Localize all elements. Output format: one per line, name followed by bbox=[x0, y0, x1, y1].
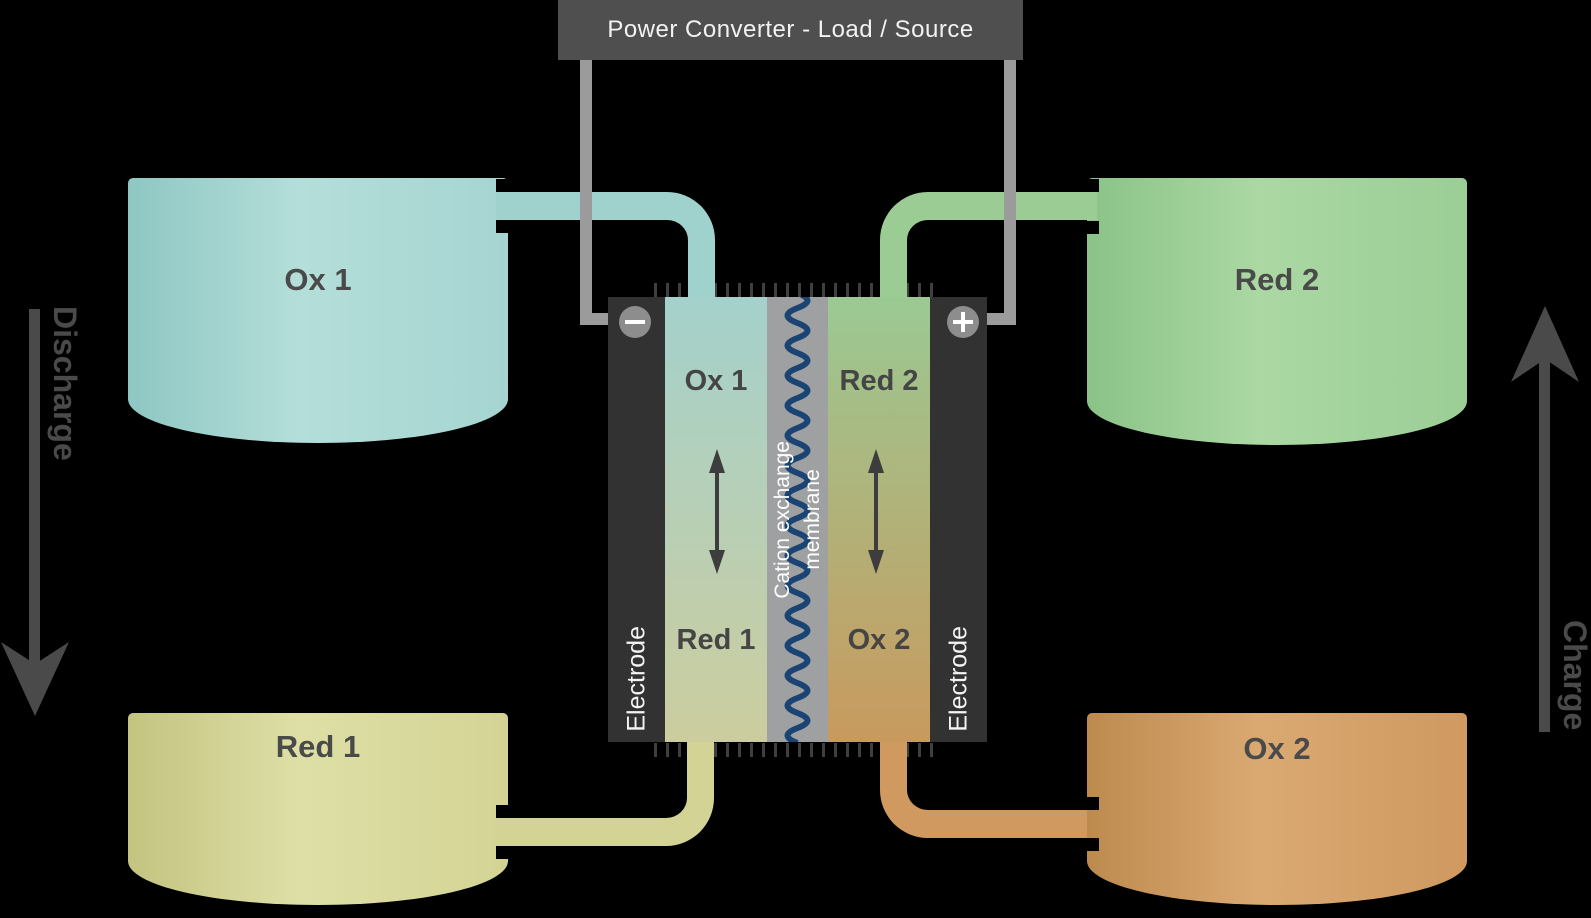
membrane-label: Cation exchange membrane bbox=[768, 441, 828, 599]
wire-negative-vertical bbox=[580, 58, 592, 325]
negative-terminal-icon bbox=[619, 306, 651, 338]
half-cell-left-top-label: Ox 1 bbox=[684, 365, 748, 397]
flow-double-arrow-icon bbox=[868, 449, 884, 574]
pipe-cell-to-red2 bbox=[880, 192, 1097, 298]
tank-ox2: Ox 2 bbox=[1087, 713, 1467, 905]
wire-positive-vertical bbox=[1004, 58, 1016, 325]
pipe-cell-to-red1 bbox=[496, 742, 714, 846]
cell-top-ticks bbox=[654, 283, 940, 297]
tank-pipe-notch bbox=[1087, 179, 1099, 192]
half-cell-right: Red 2 Ox 2 bbox=[828, 297, 930, 742]
tank-ox2-label: Ox 2 bbox=[1243, 731, 1311, 766]
tank-pipe-notch bbox=[1087, 797, 1099, 810]
electrode-left: Electrode bbox=[608, 297, 665, 742]
tank-pipe-notch bbox=[496, 805, 508, 818]
cell-bottom-ticks bbox=[654, 743, 940, 757]
half-cell-right-top-label: Red 2 bbox=[839, 365, 919, 397]
discharge-label: Discharge bbox=[47, 306, 83, 461]
membrane-wave-icon bbox=[784, 297, 811, 742]
membrane-label-line2: membrane bbox=[800, 469, 824, 570]
membrane-label-wrap: Cation exchange membrane bbox=[767, 297, 828, 742]
tank-red1-label: Red 1 bbox=[275, 729, 361, 764]
pipe-cell-to-ox2 bbox=[880, 742, 1087, 838]
electrode-right: Electrode bbox=[930, 297, 987, 742]
flow-double-arrow-icon bbox=[709, 449, 725, 574]
positive-terminal-icon bbox=[947, 306, 979, 338]
tank-pipe-notch bbox=[496, 846, 508, 859]
tank-red2: Red 2 bbox=[1087, 178, 1467, 445]
power-converter-label: Power Converter - Load / Source bbox=[607, 16, 974, 43]
tank-ox1-label: Ox 1 bbox=[284, 262, 352, 297]
tank-pipe-notch bbox=[1087, 221, 1099, 234]
tank-red2-label: Red 2 bbox=[1234, 262, 1320, 297]
charge-label: Charge bbox=[1557, 620, 1591, 731]
tank-pipe-notch bbox=[496, 179, 508, 192]
tank-pipe-notch bbox=[1087, 838, 1099, 851]
tank-ox1: Ox 1 bbox=[128, 178, 508, 443]
half-cell-left-bottom-label: Red 1 bbox=[676, 624, 756, 656]
wire-negative-horizontal bbox=[580, 313, 610, 325]
charge-arrow-icon bbox=[1511, 306, 1579, 732]
tank-pipe-notch bbox=[496, 220, 508, 233]
membrane: Cation exchange membrane bbox=[767, 297, 828, 742]
half-cell-left: Ox 1 Red 1 bbox=[665, 297, 767, 742]
tank-red1: Red 1 bbox=[128, 713, 508, 905]
half-cell-right-bottom-label: Ox 2 bbox=[847, 624, 911, 656]
discharge-arrow-icon bbox=[1, 309, 69, 716]
power-converter-box: Power Converter - Load / Source bbox=[558, 0, 1023, 60]
electrode-left-label: Electrode bbox=[622, 626, 650, 732]
electrode-right-label: Electrode bbox=[944, 626, 972, 732]
pipe-ox1-to-cell bbox=[496, 192, 715, 298]
wire-positive-horizontal bbox=[984, 313, 1016, 325]
membrane-label-line1: Cation exchange bbox=[770, 440, 794, 599]
